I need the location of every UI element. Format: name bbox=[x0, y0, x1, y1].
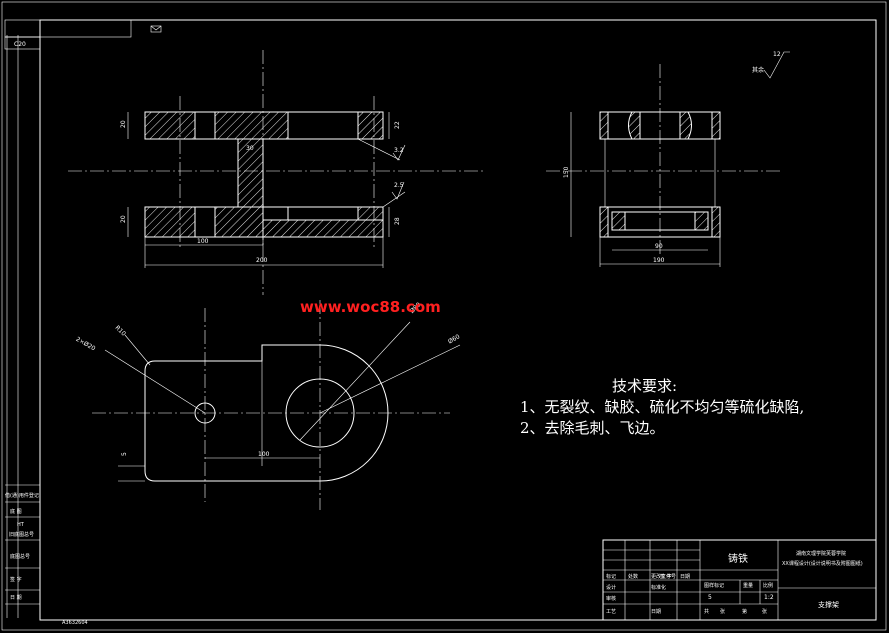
sheet-label-3: 张 bbox=[762, 608, 767, 615]
roughness-3-2: 3.2 bbox=[394, 147, 404, 154]
roughness-label: 其余 bbox=[752, 66, 764, 74]
strip-label-0: 借(通)用件登记 bbox=[5, 492, 39, 499]
dim-190: 190 bbox=[653, 257, 665, 264]
roughness-symbol: 12 其余 bbox=[752, 51, 790, 79]
row-label-4: 日期 bbox=[651, 609, 661, 615]
code-label: C20 bbox=[14, 41, 26, 48]
side-view: 150 90 190 bbox=[546, 64, 780, 267]
weight-value: 5 bbox=[708, 594, 712, 601]
front-section-view: 100 200 20 20 30 22 28 3.2 2.5 bbox=[68, 50, 485, 295]
strip-label-3: 旧底图总号 bbox=[9, 531, 34, 538]
strip-label-5: 签 字 bbox=[10, 576, 22, 583]
sheet-label-0: 共 bbox=[704, 608, 709, 615]
dim-150: 150 bbox=[563, 166, 570, 178]
rev-h-0: 标记 bbox=[606, 573, 616, 580]
dim-100: 100 bbox=[197, 238, 209, 245]
org-line-1: 湖南文理学院芙蓉学院 bbox=[796, 550, 846, 557]
inner-frame bbox=[39, 19, 877, 621]
sheet-label-2: 第 bbox=[742, 608, 747, 615]
stage-h-1: 重量 bbox=[743, 582, 753, 589]
stage-h-0: 图样标记 bbox=[704, 582, 724, 589]
plan-view: 2×Ø20 R10 Ø80 Ø60 5 100 bbox=[75, 300, 461, 510]
dim-90: 90 bbox=[655, 243, 663, 250]
dim-d60: Ø60 bbox=[447, 333, 461, 345]
org-line-2: XX课程设计(设计说明书及附图图纸) bbox=[782, 560, 863, 567]
dim-28: 28 bbox=[394, 217, 401, 225]
rev-h-1: 处数 bbox=[628, 573, 638, 580]
row-label-3: 工艺 bbox=[606, 609, 616, 615]
dim-200: 200 bbox=[256, 257, 268, 264]
dim-100-plan: 100 bbox=[258, 451, 270, 458]
material-label: 铸铁 bbox=[728, 552, 748, 565]
part-name: 支撑架 bbox=[818, 600, 839, 609]
envelope-icon bbox=[150, 25, 162, 33]
rev-h-3: 签 字 bbox=[660, 573, 672, 580]
roughness-value: 12 bbox=[773, 51, 781, 58]
scale-value: 1:2 bbox=[764, 594, 774, 601]
strip-label-4: 底图总号 bbox=[10, 553, 30, 560]
dim-2x-d20: 2×Ø20 bbox=[75, 336, 97, 353]
bottom-left-code: A3632604 bbox=[62, 620, 88, 626]
row-label-1: 标准化 bbox=[651, 584, 666, 591]
top-left-code-box: C20 bbox=[4, 19, 162, 50]
left-binding-strip: 借(通)用件登记 底 图 HT 旧底图总号 底图总号 签 字 日 期 bbox=[5, 35, 40, 618]
roughness-2-5: 2.5 bbox=[394, 182, 404, 189]
watermark: www.woc88.com bbox=[300, 298, 441, 316]
title-block: 铸铁 湖南文理学院芙蓉学院 XX课程设计(设计说明书及附图图纸) 支撑架 标记 … bbox=[602, 539, 877, 621]
row-label-0: 设计 bbox=[606, 584, 616, 591]
dim-30: 30 bbox=[246, 145, 254, 152]
strip-label-2: HT bbox=[17, 522, 25, 528]
dim-20-top: 20 bbox=[120, 120, 127, 128]
tech-requirements: 技术要求: 1、无裂纹、缺胶、硫化不均匀等硫化缺陷, 2、去除毛刺、飞边。 bbox=[520, 376, 804, 439]
tech-requirements-title: 技术要求: bbox=[612, 377, 678, 395]
tech-requirement-2: 2、去除毛刺、飞边。 bbox=[520, 419, 665, 437]
dim-r10: R10 bbox=[114, 324, 127, 337]
dim-20-bottom: 20 bbox=[120, 215, 127, 223]
rev-h-4: 日期 bbox=[680, 574, 690, 580]
stage-h-2: 比例 bbox=[763, 582, 773, 589]
row-label-2: 审核 bbox=[606, 595, 616, 602]
tech-requirement-1: 1、无裂纹、缺胶、硫化不均匀等硫化缺陷, bbox=[520, 398, 805, 416]
strip-label-6: 日 期 bbox=[10, 595, 22, 601]
dim-22: 22 bbox=[394, 121, 401, 129]
sheet-label-1: 张 bbox=[720, 608, 725, 615]
dim-5: 5 bbox=[121, 452, 128, 456]
strip-label-1: 底 图 bbox=[10, 508, 22, 515]
rev-h-2: 更改文件号 bbox=[651, 573, 676, 580]
